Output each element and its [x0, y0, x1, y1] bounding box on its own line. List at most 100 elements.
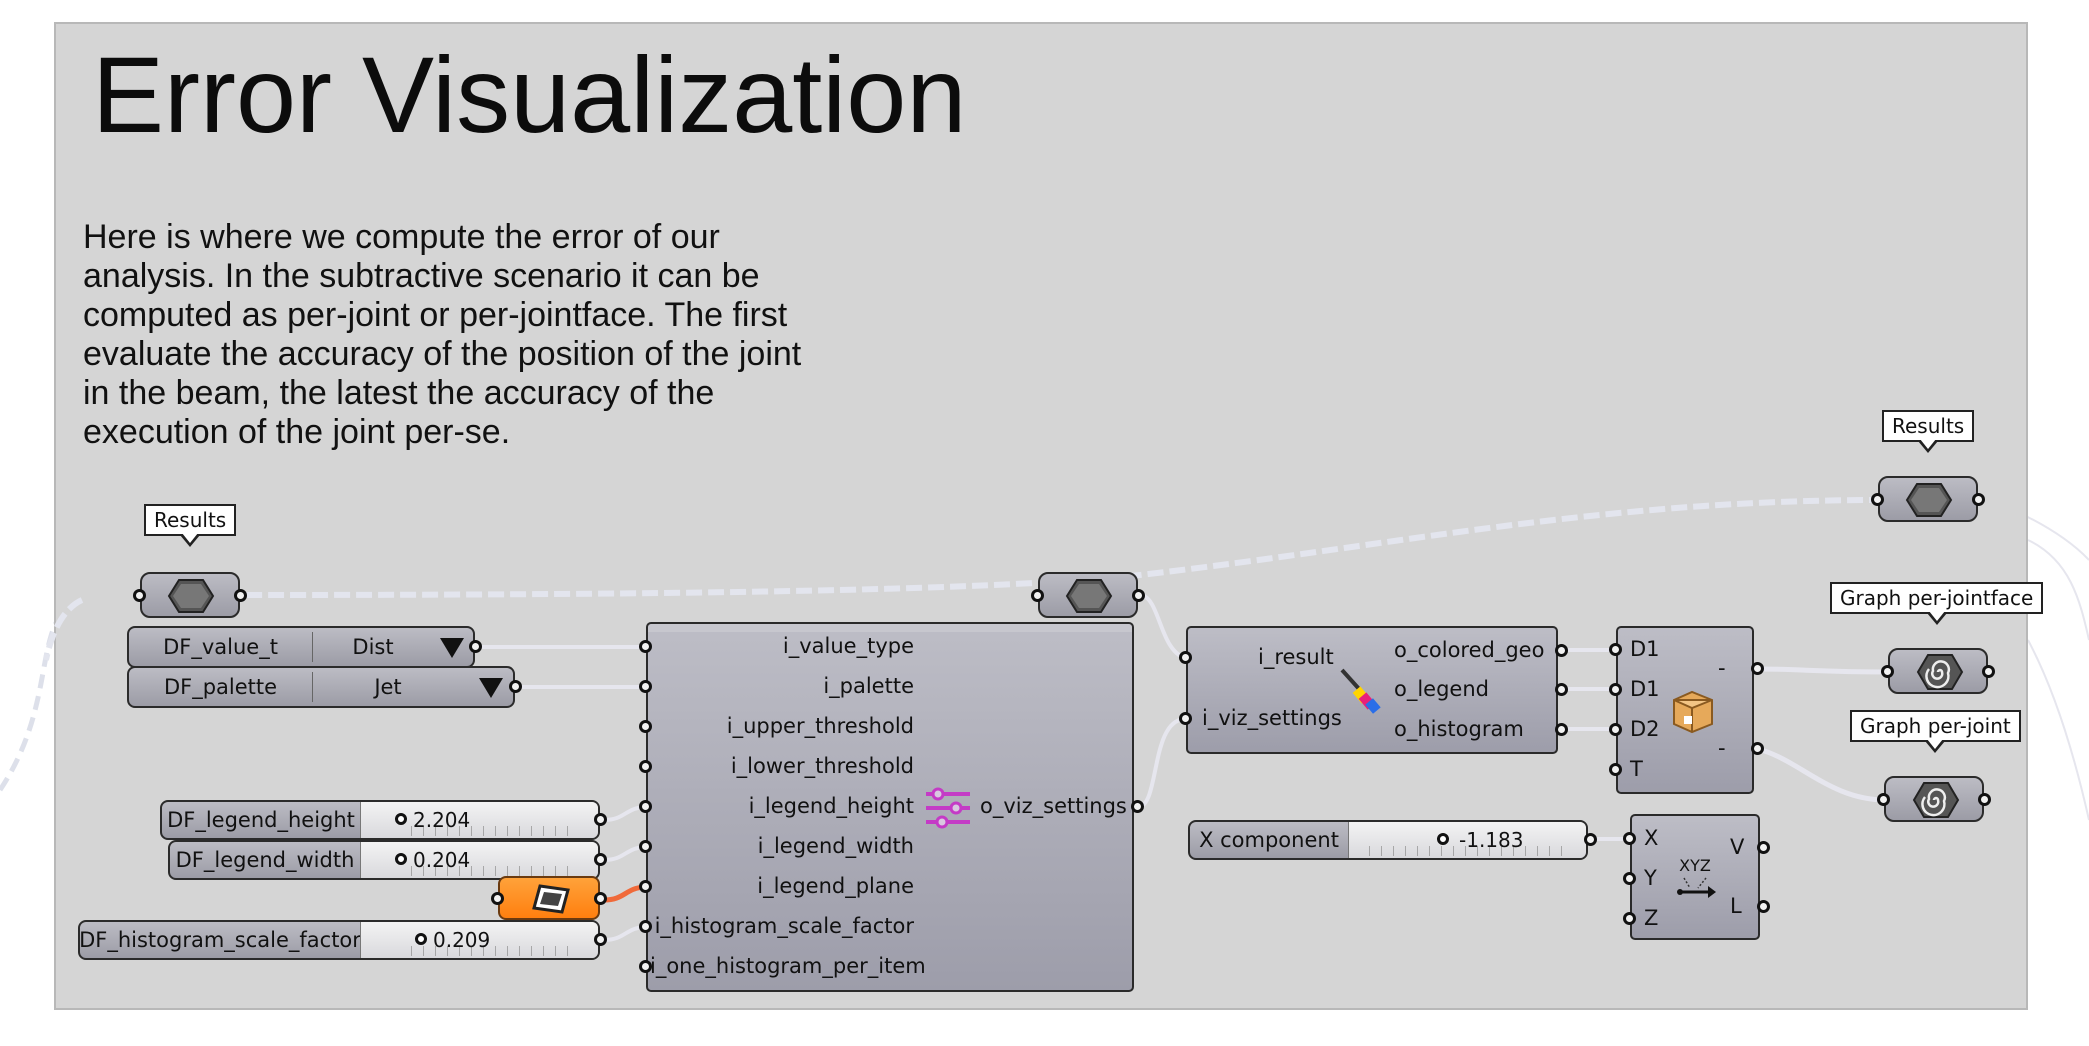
port-in[interactable]: [1623, 912, 1636, 925]
viz-settings-component[interactable]: [646, 622, 1134, 992]
port-in[interactable]: [639, 800, 652, 813]
output-label: V: [1730, 835, 1745, 859]
vector-xyz-component[interactable]: XYZ: [1630, 814, 1760, 940]
input-label: Y: [1644, 866, 1657, 890]
port-out[interactable]: [1757, 841, 1770, 854]
port-in[interactable]: [491, 892, 504, 905]
input-label: i_legend_width: [757, 834, 914, 858]
results-tag-right[interactable]: Results: [1882, 410, 1975, 453]
port-out[interactable]: [1982, 665, 1995, 678]
results-param-middle[interactable]: [1038, 572, 1138, 618]
chevron-down-icon[interactable]: [438, 636, 466, 660]
port-out[interactable]: [594, 933, 607, 946]
port-out[interactable]: [234, 589, 247, 602]
output-label: o_legend: [1394, 677, 1489, 701]
port-in[interactable]: [639, 680, 652, 693]
port-in[interactable]: [1609, 763, 1622, 776]
input-label: i_viz_settings: [1202, 706, 1342, 730]
plane-param[interactable]: [498, 876, 600, 920]
port-in[interactable]: [1179, 651, 1192, 664]
paint-brush-icon: [1340, 668, 1381, 714]
input-label: i_value_type: [782, 634, 914, 658]
port-in[interactable]: [1031, 589, 1044, 602]
port-out[interactable]: [594, 892, 607, 905]
port-in[interactable]: [1609, 723, 1622, 736]
slider-value: 0.209: [433, 928, 491, 952]
slider-track[interactable]: 0.209: [360, 922, 598, 958]
port-in[interactable]: [639, 920, 652, 933]
tag-label: Results: [1892, 414, 1965, 438]
output-label: -: [1718, 656, 1726, 680]
port-in[interactable]: [1877, 793, 1890, 806]
plane-icon: [532, 884, 570, 914]
slider-track[interactable]: 2.204: [360, 802, 598, 838]
port-out[interactable]: [1555, 644, 1568, 657]
graph-jointface-tag[interactable]: Graph per-jointface: [1830, 582, 2044, 625]
port-in[interactable]: [1881, 665, 1894, 678]
port-out[interactable]: [594, 813, 607, 826]
port-in[interactable]: [639, 840, 652, 853]
port-in[interactable]: [639, 720, 652, 733]
output-label: -: [1718, 736, 1726, 760]
results-param-left[interactable]: [140, 572, 240, 618]
tag-label: Graph per-joint: [1860, 714, 2011, 738]
slider-histogram-scale-factor[interactable]: DF_histogram_scale_factor 0.209: [78, 920, 600, 960]
output-label: o_colored_geo: [1394, 638, 1545, 662]
results-param-right[interactable]: [1878, 476, 1978, 522]
input-label: D1: [1630, 677, 1660, 701]
graph-joint-tag[interactable]: Graph per-joint: [1850, 710, 2021, 753]
port-out[interactable]: [1584, 833, 1597, 846]
port-in[interactable]: [1623, 832, 1636, 845]
port-out[interactable]: [469, 640, 482, 653]
input-label: D2: [1630, 717, 1660, 741]
port-out[interactable]: [1132, 589, 1145, 602]
chevron-down-icon[interactable]: [477, 676, 505, 700]
graph-jointface-param[interactable]: [1888, 648, 1988, 694]
visualization-component[interactable]: [1186, 626, 1558, 754]
hexagon-param-icon: [1065, 579, 1113, 613]
port-out[interactable]: [1751, 742, 1764, 755]
port-out[interactable]: [1131, 800, 1144, 813]
port-in[interactable]: [639, 960, 652, 973]
slider-legend-height[interactable]: DF_legend_height 2.204: [160, 800, 600, 840]
slider-knob[interactable]: [395, 853, 407, 865]
port-out[interactable]: [509, 680, 522, 693]
slider-knob[interactable]: [1437, 833, 1449, 845]
package-box-icon: [1673, 690, 1713, 734]
port-in[interactable]: [1871, 493, 1884, 506]
slider-legend-width[interactable]: DF_legend_width 0.204: [168, 840, 600, 880]
results-tag-left[interactable]: Results: [144, 504, 237, 547]
graph-joint-param[interactable]: [1884, 776, 1984, 822]
page-title: Error Visualization: [92, 34, 967, 155]
port-out[interactable]: [1972, 493, 1985, 506]
port-in[interactable]: [1609, 643, 1622, 656]
input-label: Z: [1644, 906, 1659, 930]
port-out[interactable]: [1978, 793, 1991, 806]
slider-track[interactable]: -1.183: [1348, 822, 1586, 858]
input-label: i_palette: [823, 674, 914, 698]
value-list-value-t[interactable]: DF_value_t Dist: [127, 626, 475, 668]
port-out[interactable]: [1555, 723, 1568, 736]
port-out[interactable]: [594, 853, 607, 866]
slider-knob[interactable]: [395, 813, 407, 825]
slider-knob[interactable]: [415, 933, 427, 945]
port-in[interactable]: [1609, 683, 1622, 696]
port-in[interactable]: [639, 640, 652, 653]
port-out[interactable]: [1751, 662, 1764, 675]
port-in[interactable]: [639, 880, 652, 893]
merge-component[interactable]: [1616, 626, 1754, 794]
input-label: i_legend_height: [748, 794, 914, 818]
value-list-value: Jet: [374, 675, 402, 699]
description-text: Here is where we compute the error of ou…: [83, 218, 903, 452]
value-list-palette[interactable]: DF_palette Jet: [127, 666, 515, 708]
port-in[interactable]: [133, 589, 146, 602]
port-in[interactable]: [639, 760, 652, 773]
slider-track[interactable]: 0.204: [360, 842, 598, 878]
port-in[interactable]: [1623, 872, 1636, 885]
slider-name: DF_histogram_scale_factor: [79, 928, 361, 952]
port-out[interactable]: [1757, 900, 1770, 913]
port-out[interactable]: [1555, 683, 1568, 696]
slider-x-component[interactable]: X component -1.183: [1188, 820, 1588, 860]
port-in[interactable]: [1179, 712, 1192, 725]
hexagon-param-icon: [167, 579, 215, 613]
